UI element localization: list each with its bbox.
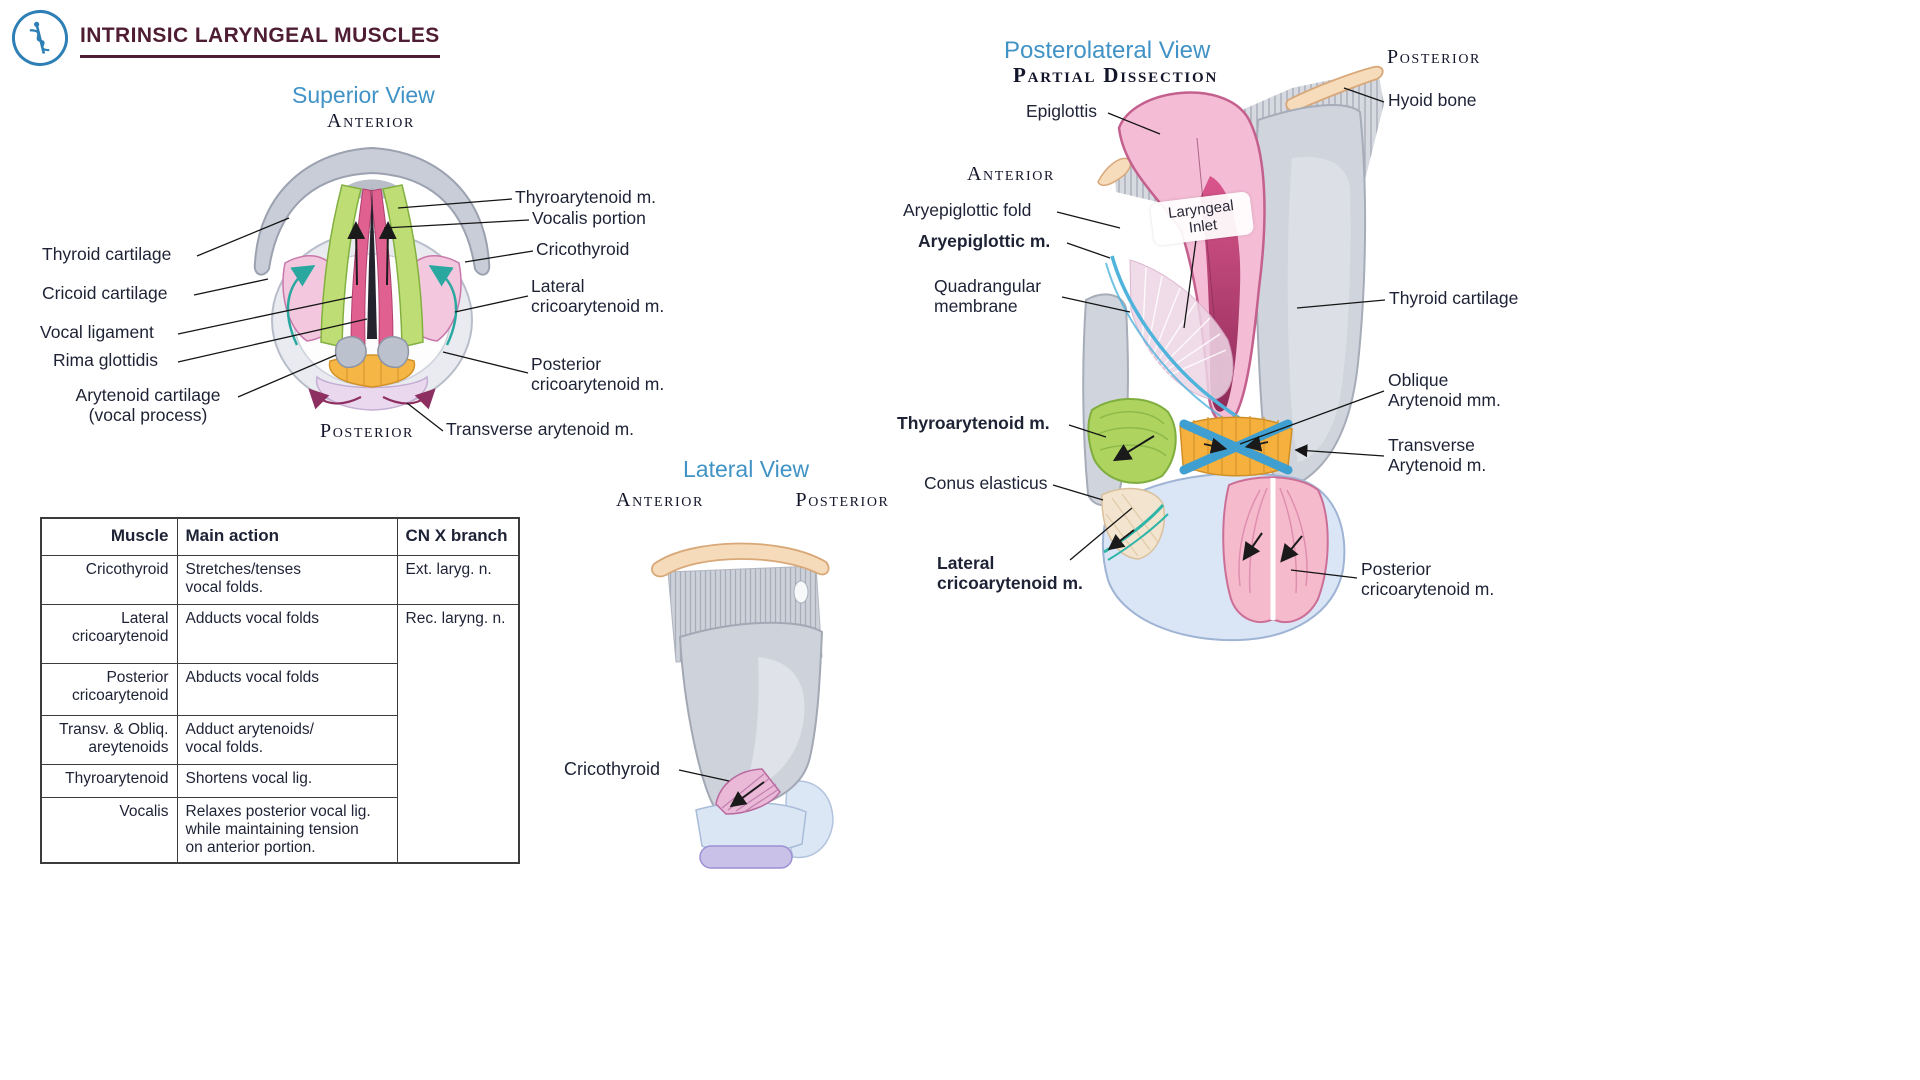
action-cell: Adducts vocal folds: [176, 603, 398, 664]
table-row: Cricothyroid Stretches/tenses vocal fold…: [40, 554, 520, 605]
thyroid-lamina-highlight: [743, 657, 805, 792]
superior-posterior-label: Posterior: [320, 420, 414, 442]
label-thyroid-cartilage: Thyroid cartilage: [42, 244, 172, 264]
label-transverse-arytenoid-pl: Transverse Arytenoid m.: [1388, 435, 1487, 475]
label-arytenoid-cartilage: Arytenoid cartilage (vocal process): [75, 385, 221, 425]
table-row: Transv. & Obliq. areytenoids Adduct aryt…: [40, 714, 519, 765]
thyroarytenoid-muscle: [1087, 398, 1177, 484]
label-thyroid-cartilage-pl: Thyroid cartilage: [1389, 288, 1519, 308]
label-epiglottis: Epiglottis: [1026, 101, 1098, 121]
muscle-cell: Vocalis: [40, 797, 178, 864]
superior-view-title: Superior View: [292, 82, 435, 108]
lateral-view-illustration: [651, 542, 834, 869]
nerve-cell: Ext. laryg. n.: [396, 554, 520, 605]
hyoid-bone-shape: [651, 542, 830, 578]
table-header-row: Muscle Main action CN X branch: [40, 517, 520, 556]
hyoid-bone-anterior-tip: [1097, 157, 1132, 187]
muscle-cell: Thyroarytenoid: [40, 763, 178, 798]
muscle-cell: Cricothyroid: [40, 554, 178, 605]
label-conus-elasticus: Conus elasticus: [924, 473, 1048, 493]
page-title: INTRINSIC LARYNGEAL MUSCLES: [80, 24, 440, 58]
table-header-nerve: CN X branch: [396, 517, 520, 556]
brand-logo: [6, 4, 74, 72]
lateral-view-title: Lateral View: [683, 456, 810, 482]
label-quadrangular-membrane: Quadrangular membrane: [934, 276, 1042, 316]
posterolateral-view-title: Posterolateral View: [1004, 37, 1211, 64]
table-row: Posterior cricoarytenoid Abducts vocal f…: [40, 662, 519, 716]
muscle-action-table: Muscle Main action CN X branch Cricothyr…: [40, 517, 520, 865]
label-hyoid-bone: Hyoid bone: [1388, 90, 1477, 110]
posterolateral-view-illustration: [1082, 65, 1384, 642]
label-transverse-arytenoid-sup: Transverse arytenoid m.: [446, 419, 635, 439]
label-aryepiglottic-fold: Aryepiglottic fold: [903, 200, 1032, 220]
label-cricothyroid-lat: Cricothyroid: [564, 759, 661, 779]
lateral-anterior-label: Anterior: [616, 489, 704, 511]
rima-glottidis-slit: [367, 187, 377, 339]
lateral-posterior-label: Posterior: [795, 489, 890, 511]
posterolateral-subtitle: Partial Dissection: [1013, 63, 1219, 87]
membrane-foramen: [793, 580, 809, 604]
cricothyroid-muscle: [715, 768, 781, 815]
table-header-muscle: Muscle: [40, 517, 178, 556]
table-row: Vocalis Relaxes posterior vocal lig. whi…: [40, 797, 519, 864]
label-thyroarytenoid-pl: Thyroarytenoid m.: [897, 413, 1050, 433]
table-header-action: Main action: [176, 517, 398, 556]
action-cell: Shortens vocal lig.: [176, 763, 398, 798]
posterolateral-posterior-label: Posterior: [1387, 46, 1481, 68]
tension-arrows-black: [347, 221, 397, 286]
superior-view-illustration: [253, 146, 491, 411]
label-oblique-arytenoid: Oblique Arytenoid mm.: [1388, 370, 1501, 410]
label-posterior-cricoarytenoid-sup: Posterior cricoarytenoid m.: [531, 354, 665, 394]
trachea-ring: [699, 845, 793, 869]
muscle-cell: Lateral cricoarytenoid: [40, 603, 178, 664]
action-cell: Adduct arytenoids/ vocal folds.: [176, 714, 398, 765]
nerve-cell: Rec. laryng. n.: [396, 603, 520, 864]
action-cell: Abducts vocal folds: [176, 662, 398, 716]
thyroid-lamina-highlight: [1287, 157, 1351, 462]
label-lateral-cricoarytenoid-pl: Lateral cricoarytenoid m.: [937, 553, 1083, 593]
superior-anterior-label: Anterior: [327, 110, 415, 132]
label-cricothyroid-sup: Cricothyroid: [536, 239, 630, 259]
label-cricoid-cartilage: Cricoid cartilage: [42, 283, 168, 303]
table-row: Thyroarytenoid Shortens vocal lig.: [40, 763, 519, 798]
rod-of-asclepius-icon: [29, 21, 50, 54]
label-lateral-cricoarytenoid-sup: Lateral cricoarytenoid m.: [531, 276, 665, 316]
label-rima-glottidis: Rima glottidis: [53, 350, 159, 370]
posterior-cricoarytenoid-muscle: [1222, 476, 1329, 624]
table-row: Lateral cricoarytenoid Adducts vocal fol…: [40, 603, 520, 864]
posterolateral-anterior-label: Anterior: [967, 163, 1055, 185]
label-vocalis-portion: Vocalis portion: [532, 208, 646, 228]
action-cell: Relaxes posterior vocal lig. while maint…: [176, 797, 398, 864]
label-posterior-cricoarytenoid-pl: Posterior cricoarytenoid m.: [1361, 559, 1495, 599]
action-cell: Stretches/tenses vocal folds.: [176, 554, 398, 605]
label-aryepiglottic-m: Aryepiglottic m.: [918, 231, 1051, 251]
muscle-cell: Posterior cricoarytenoid: [40, 662, 178, 716]
label-thyroarytenoid-m: Thyroarytenoid m.: [515, 187, 657, 207]
muscle-cell: Transv. & Obliq. areytenoids: [40, 714, 178, 765]
label-vocal-ligament: Vocal ligament: [40, 322, 154, 342]
